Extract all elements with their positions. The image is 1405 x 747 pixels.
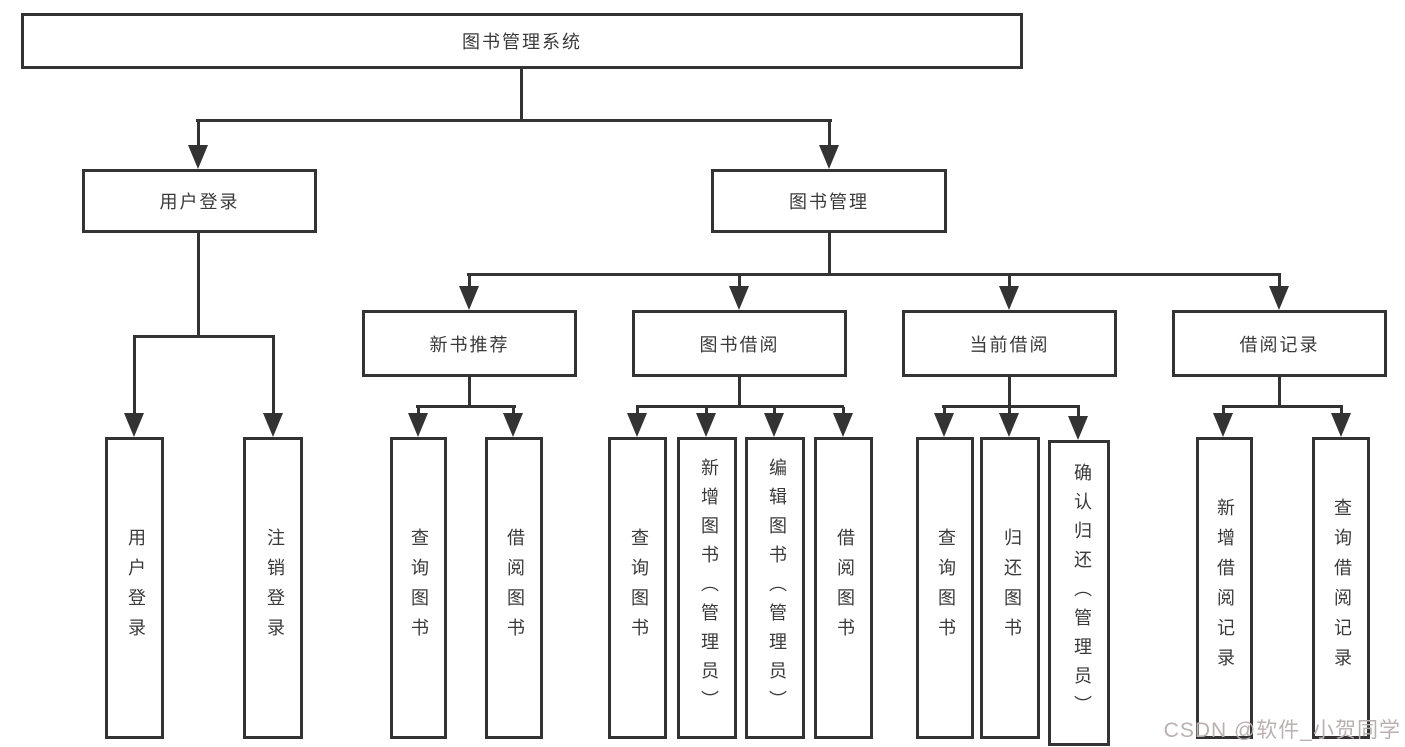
arrowhead-icon [999,286,1019,310]
node-user-login: 用户登录 [82,169,317,233]
connector-line [468,275,471,290]
connector-line [468,377,471,408]
leaf-query-books: 查询图书 [916,437,974,739]
leaf-query-borrow-record: 查询借阅记录 [1312,437,1370,739]
connector-line [1278,275,1281,290]
connector-line [828,119,831,149]
node-label: 图书借阅 [699,334,780,355]
connector-line [1008,407,1011,415]
node-label: 当前借阅 [969,334,1050,355]
arrowhead-icon [503,413,523,437]
connector-line [1008,275,1011,290]
connector-line [417,407,420,415]
arrowhead-icon [1213,413,1233,437]
connector-line [1222,405,1343,408]
node-current-borrow: 当前借阅 [902,310,1117,377]
connector-line [133,337,136,417]
connector-line [272,337,275,417]
node-book-management: 图书管理 [711,169,947,233]
leaf-borrow-books: 借阅图书 [814,437,873,739]
leaf-confirm-return-admin: 确认归还（管理员） [1048,440,1110,746]
leaf-borrow-books: 借阅图书 [485,437,543,739]
connector-line [738,275,741,290]
arrowhead-icon [696,413,716,437]
arrowhead-icon [819,145,839,169]
leaf-edit-books-admin: 编辑图书（管理员） [745,437,805,739]
connector-line [773,407,776,415]
arrowhead-icon [408,413,428,437]
node-borrow-records: 借阅记录 [1172,310,1387,377]
node-label: 借阅记录 [1239,334,1320,355]
leaf-query-books: 查询图书 [390,437,447,739]
node-book-borrow: 图书借阅 [632,310,847,377]
connector-line [636,407,639,415]
node-label: 图书管理系统 [462,32,582,52]
arrowhead-icon [459,286,479,310]
connector-line [512,407,515,415]
connector-line [1008,377,1011,408]
arrowhead-icon [729,286,749,310]
leaf-return-books: 归还图书 [980,437,1040,739]
connector-line [1340,407,1343,415]
node-library-management-system: 图书管理系统 [21,13,1023,69]
connector-line [196,119,832,122]
connector-line [133,335,275,338]
connector-line [943,407,946,415]
arrowhead-icon [188,145,208,169]
leaf-query-books: 查询图书 [608,437,667,739]
node-new-book-recommend: 新书推荐 [362,310,577,377]
connector-line [636,405,844,408]
connector-line [197,119,200,149]
arrowhead-icon [764,413,784,437]
arrowhead-icon [999,413,1019,437]
leaf-add-borrow-record: 新增借阅记录 [1196,437,1253,739]
leaf-logout: 注销登录 [243,437,303,739]
connector-line [416,405,516,408]
connector-line [828,233,831,276]
connector-line [520,69,523,121]
arrowhead-icon [627,413,647,437]
connector-line [738,377,741,408]
connector-line [467,273,1281,276]
arrowhead-icon [833,413,853,437]
csdn-watermark: CSDN @软件_小贺同学 [1163,719,1401,742]
connector-line [1077,407,1080,417]
connector-line [197,233,200,338]
leaf-add-books-admin: 新增图书（管理员） [677,437,737,739]
connector-line [705,407,708,415]
arrowhead-icon [1331,413,1351,437]
node-label: 用户登录 [159,192,240,212]
connector-line [942,405,1080,408]
connector-line [1222,407,1225,415]
arrowhead-icon [934,413,954,437]
connector-line [1278,377,1281,408]
leaf-user-login: 用户登录 [105,437,164,739]
arrowhead-icon [124,413,144,437]
connector-line [842,407,845,415]
arrowhead-icon [1269,286,1289,310]
node-label: 图书管理 [789,192,869,212]
arrowhead-icon [1068,416,1088,440]
arrowhead-icon [263,413,283,437]
node-label: 新书推荐 [429,334,510,355]
